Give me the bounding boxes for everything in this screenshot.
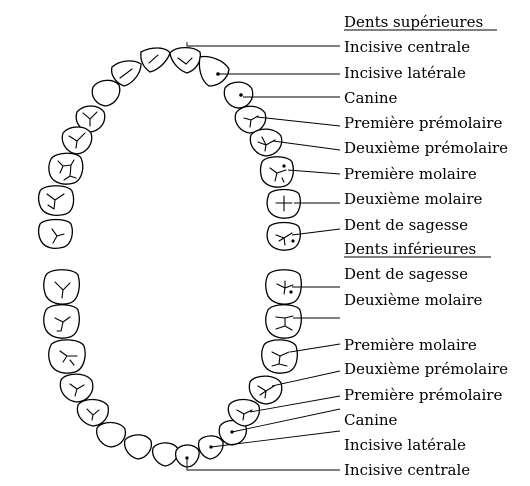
upper-tooth-first-molar-l xyxy=(49,153,83,184)
label-lower-first-molar: Première molaire xyxy=(344,336,477,354)
lower-tooth-first-premolar-l xyxy=(77,399,108,426)
upper-tooth-central-incisor-l xyxy=(141,48,170,72)
upper-left-side-teeth xyxy=(39,48,170,248)
label-upper-second-premolar: Deuxième prémolaire xyxy=(344,139,508,157)
upper-tooth-lateral-incisor-r xyxy=(199,57,229,86)
lower-labels: Dents inférieures Dent de sagesse Deuxiè… xyxy=(344,240,508,479)
label-lower-second-molar: Deuxième molaire xyxy=(344,291,483,309)
lower-tooth-lateral-incisor-l xyxy=(125,435,152,459)
leader-upper-first-premolar xyxy=(257,117,340,126)
label-lower-central-incisor: Incisive centrale xyxy=(344,461,470,479)
upper-tooth-canine-l xyxy=(92,80,120,106)
leader-upper-first-molar xyxy=(288,170,340,174)
label-upper-canine: Canine xyxy=(344,89,398,107)
label-lower-canine: Canine xyxy=(344,411,398,429)
label-upper-wisdom: Dent de sagesse xyxy=(344,216,468,234)
lower-tooth-canine-l xyxy=(97,422,126,447)
leader-lines xyxy=(187,42,340,470)
lower-tooth-central-incisor-l xyxy=(153,443,178,466)
leader-lower-first-molar xyxy=(290,344,340,352)
label-upper-first-premolar: Première prémolaire xyxy=(344,114,502,132)
lower-tooth-second-molar-r xyxy=(266,305,302,338)
label-lower-wisdom: Dent de sagesse xyxy=(344,265,468,283)
upper-tooth-wisdom-r xyxy=(267,223,300,251)
lower-tooth-wisdom-l xyxy=(44,270,80,304)
leader-upper-central-incisor xyxy=(187,42,340,46)
label-upper-second-molar: Deuxième molaire xyxy=(344,190,483,208)
label-upper-lateral-incisor: Incisive latérale xyxy=(344,64,466,82)
upper-tooth-second-molar-l xyxy=(39,186,74,216)
upper-tooth-canine-r xyxy=(224,82,252,108)
lower-tooth-second-premolar-r xyxy=(249,376,281,404)
upper-tooth-central-incisor-r xyxy=(170,48,200,73)
label-lower-second-premolar: Deuxième prémolaire xyxy=(344,360,508,378)
upper-labels: Dents supérieures Incisive centrale Inci… xyxy=(344,13,508,234)
upper-tooth-second-premolar-r xyxy=(250,129,281,156)
leader-upper-second-premolar xyxy=(273,141,340,150)
upper-right-side-teeth xyxy=(170,48,300,251)
lower-arch xyxy=(44,270,302,467)
upper-heading: Dents supérieures xyxy=(344,13,483,31)
lower-heading: Dents inférieures xyxy=(344,240,476,258)
label-lower-lateral-incisor: Incisive latérale xyxy=(344,436,466,454)
label-upper-central-incisor: Incisive centrale xyxy=(344,38,470,56)
label-lower-first-premolar: Première prémolaire xyxy=(344,386,502,404)
lower-right-side-teeth xyxy=(176,270,302,467)
leader-lower-central-incisor xyxy=(187,458,340,470)
label-upper-first-molar: Première molaire xyxy=(344,165,477,183)
lower-left-side-teeth xyxy=(44,270,178,466)
upper-tooth-first-molar-r xyxy=(261,157,294,187)
upper-arch xyxy=(39,48,301,251)
